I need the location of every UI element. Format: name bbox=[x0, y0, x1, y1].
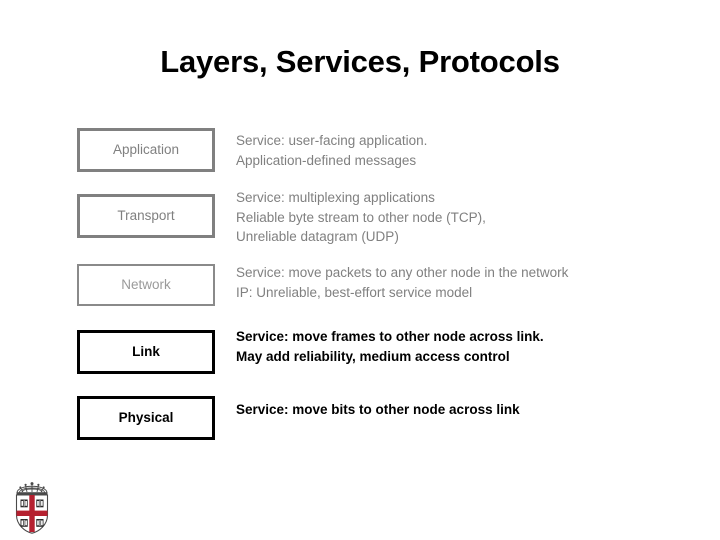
layer-description-line: Service: move bits to other node across … bbox=[236, 402, 520, 417]
layer-description-line: Reliable byte stream to other node (TCP)… bbox=[236, 209, 486, 225]
layer-description-line: Service: move packets to any other node … bbox=[236, 265, 569, 280]
layer-box-physical[interactable]: Physical bbox=[77, 396, 215, 440]
layer-description-line: Unreliable datagram (UDP) bbox=[236, 229, 399, 244]
brown-university-crest-logo bbox=[10, 477, 54, 534]
crest-icon bbox=[15, 482, 49, 534]
layer-box-transport[interactable]: Transport bbox=[77, 194, 215, 238]
layer-description-line: Service: multiplexing applications bbox=[236, 190, 435, 205]
layer-description-link: Service: move frames to other node acros… bbox=[236, 327, 544, 366]
layer-description-network: Service: move packets to any other node … bbox=[236, 263, 568, 302]
layer-description-line: Application-defined messages bbox=[236, 152, 417, 168]
layer-description-line: IP: Unreliable, best-effort service mode… bbox=[236, 284, 473, 300]
layer-description-physical: Service: move bits to other node across … bbox=[236, 400, 520, 420]
page-title: Layers, Services, Protocols bbox=[160, 44, 560, 79]
layer-description-line: May add reliability, medium access contr… bbox=[236, 348, 510, 364]
layer-description-line: Service: user-facing application. bbox=[236, 133, 428, 148]
layer-description-application: Service: user-facing application. Applica… bbox=[236, 131, 427, 170]
layer-box-application[interactable]: Application bbox=[77, 128, 215, 172]
layer-description-line: Service: move frames to other node acros… bbox=[236, 329, 544, 344]
layer-box-link[interactable]: Link bbox=[77, 330, 215, 374]
layer-box-network[interactable]: Network bbox=[77, 264, 215, 306]
